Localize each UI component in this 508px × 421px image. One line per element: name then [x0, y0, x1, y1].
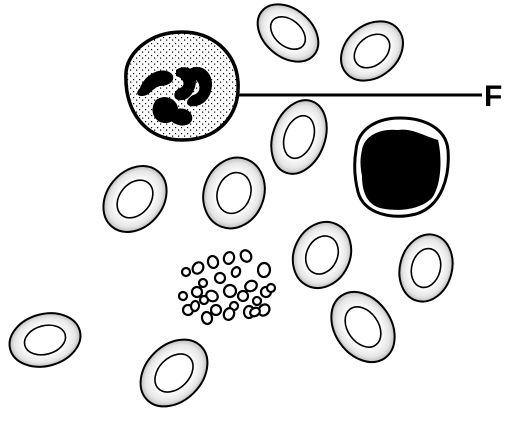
red-blood-cell	[262, 92, 337, 181]
platelet	[192, 287, 203, 298]
red-blood-cell	[329, 9, 415, 93]
platelet-cluster	[177, 248, 275, 325]
lymphocyte-nucleus	[361, 130, 441, 210]
platelet	[199, 295, 209, 305]
platelet	[190, 300, 199, 311]
platelet	[222, 251, 236, 266]
platelet	[239, 248, 254, 263]
red-blood-cell	[3, 306, 86, 375]
platelet	[190, 260, 205, 276]
lymphocyte-cell	[355, 118, 449, 216]
red-blood-cell	[247, 0, 330, 73]
red-blood-cell	[90, 153, 179, 244]
platelet	[257, 263, 270, 278]
label-f: F	[484, 80, 502, 113]
platelet	[237, 290, 249, 302]
red-blood-cell	[127, 326, 220, 419]
red-blood-cell	[282, 212, 361, 297]
platelet	[207, 255, 220, 269]
platelet	[177, 290, 188, 301]
neutrophil-cell	[126, 32, 238, 140]
platelet	[182, 268, 190, 276]
red-blood-cell	[392, 228, 460, 307]
red-blood-cell	[318, 280, 407, 374]
platelet	[214, 272, 226, 284]
platelet	[222, 283, 238, 299]
platelet	[230, 266, 242, 278]
platelet	[267, 284, 275, 292]
red-blood-cell	[193, 149, 274, 237]
